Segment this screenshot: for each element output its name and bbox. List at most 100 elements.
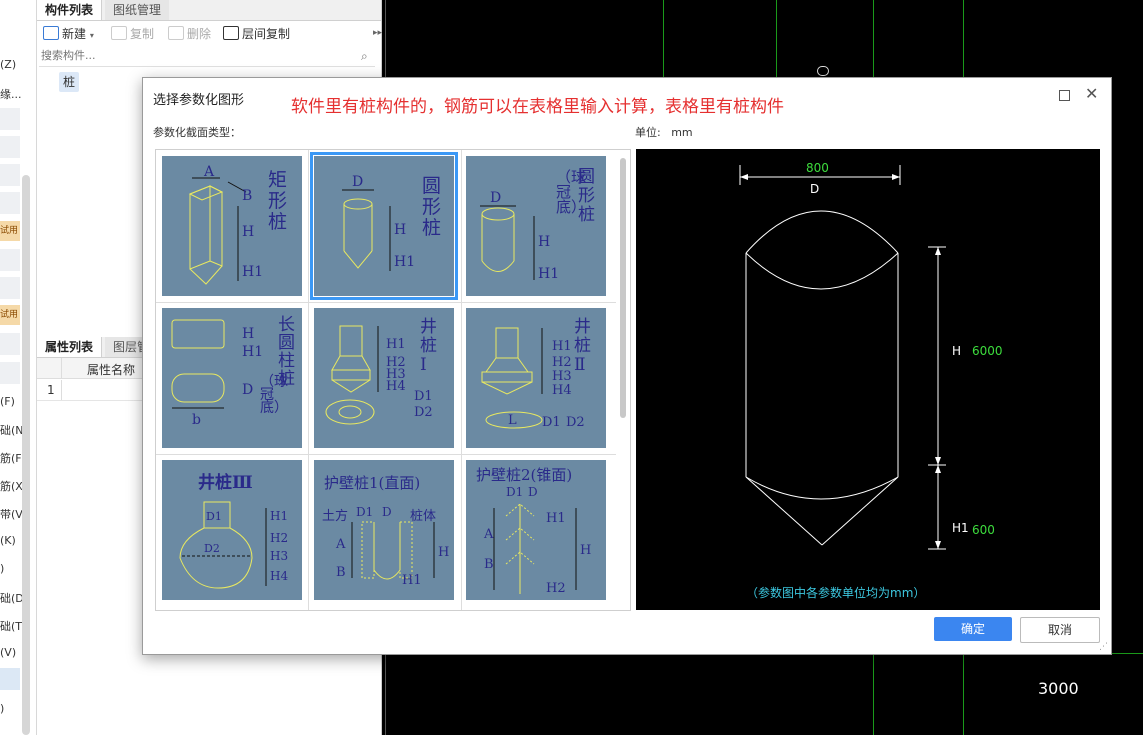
shape-round-pile[interactable]: D H H1 圆形桩 (310, 152, 458, 300)
new-button[interactable]: 新建 ▾ (43, 24, 94, 44)
param-label: H (394, 222, 406, 238)
param-label: A (203, 164, 215, 180)
param-label: A (335, 537, 346, 552)
left-nav-item[interactable]: ) (0, 562, 5, 575)
annotation-text: 软件里有桩构件的，钢筋可以在表格里输入计算，表格里有桩构件 (291, 97, 784, 117)
nav-block[interactable] (0, 277, 20, 299)
search-input[interactable] (39, 49, 343, 62)
nav-block[interactable] (0, 249, 20, 271)
param-label: D (352, 174, 363, 190)
param-label: H3 (386, 367, 406, 382)
preview-h1-label: H1 (952, 521, 969, 535)
param-label: H1 (242, 264, 263, 280)
left-nav-item[interactable]: (F) (0, 395, 15, 408)
search-icon[interactable]: ⌕ (361, 49, 368, 63)
gallery-divider (461, 150, 462, 610)
nav-block-selected[interactable] (0, 668, 20, 690)
left-nav-item[interactable]: 础(T (0, 620, 23, 633)
shape-name: 圆形桩 (422, 175, 442, 239)
gallery-scrollbar[interactable] (620, 158, 626, 418)
left-nav-item[interactable]: 带(V (0, 508, 23, 521)
cad-grid-line (963, 0, 964, 77)
param-label: D1 (414, 389, 433, 404)
shape-round-pile-ball[interactable]: D H H1 圆形桩 （球冠底） (466, 156, 606, 296)
cad-grid-line (963, 653, 964, 735)
unit-label: 单位: mm (635, 124, 693, 140)
ok-button[interactable]: 确定 (934, 617, 1012, 641)
shape-oblong-pile[interactable]: H H1 D b 长圆柱桩 （球冠底） (162, 308, 302, 448)
component-tabbar: 构件列表 图纸管理 (37, 0, 381, 21)
param-label: H3 (270, 549, 288, 563)
left-nav-item[interactable]: 筋(F (0, 452, 22, 465)
shape-name: 长圆柱桩 (278, 315, 295, 389)
left-nav-item[interactable]: (V) (0, 646, 17, 659)
preview-note: （参数图中各参数单位均为mm） (746, 585, 925, 600)
param-label: B (484, 557, 494, 572)
left-scrollbar[interactable] (22, 175, 30, 735)
param-label: D2 (414, 405, 433, 420)
gallery-divider (156, 454, 616, 455)
param-label: H1 (538, 266, 559, 282)
tree-item-pile[interactable]: 桩 (59, 72, 80, 92)
param-label: H1 (242, 344, 263, 360)
copy-button[interactable]: 复制 (111, 24, 154, 44)
maximize-icon[interactable] (1059, 90, 1070, 101)
param-label: H4 (386, 379, 406, 394)
resize-grip-icon[interactable]: ⋰ (1099, 642, 1108, 652)
floor-copy-button[interactable]: 层间复制 (223, 24, 290, 44)
preview-width-label: D (810, 182, 819, 196)
more-icon[interactable]: ▸▸ (373, 28, 383, 38)
tab-component-list[interactable]: 构件列表 (37, 0, 103, 20)
left-nav-item[interactable]: ) (0, 702, 5, 715)
param-label: H1 (552, 339, 572, 354)
delete-button[interactable]: 删除 (168, 24, 211, 44)
cancel-button[interactable]: 取消 (1020, 617, 1100, 643)
left-nav-item[interactable]: 础(D (0, 592, 24, 605)
left-nav-item[interactable]: (K) (0, 534, 16, 547)
floor-copy-icon (223, 26, 239, 40)
nav-block[interactable] (0, 136, 20, 158)
close-icon[interactable]: ✕ (1085, 84, 1099, 103)
shape-wall-pile-2[interactable]: D1 D A B H1 H H2 护壁桩2(锥面) (466, 460, 606, 600)
shape-rect-pile[interactable]: A B H H1 矩形桩 (162, 156, 302, 296)
nav-block[interactable] (0, 192, 20, 214)
shape-name: 井桩Ⅲ (198, 473, 253, 493)
param-label: 桩体 (410, 509, 436, 524)
left-nav-item[interactable]: 筋(X (0, 480, 23, 493)
param-label: D (490, 190, 501, 206)
nav-block[interactable] (0, 108, 20, 130)
param-label: b (192, 412, 201, 428)
tab-property-list[interactable]: 属性列表 (37, 337, 103, 357)
nav-block[interactable] (0, 362, 20, 384)
param-label: H (242, 326, 254, 342)
chevron-down-icon: ▾ (89, 31, 94, 40)
param-label: H2 (270, 531, 288, 545)
param-label: H2 (552, 355, 572, 370)
shape-name: 矩形桩 (268, 169, 288, 233)
parametric-shape-dialog: 选择参数化图形 软件里有桩构件的，钢筋可以在表格里输入计算，表格里有桩构件 ✕ … (142, 77, 1112, 655)
param-label: D1 (542, 415, 561, 430)
shape-well-pile-1[interactable]: H1 H2 H3 H4 D1 D2 井桩Ⅰ (314, 308, 454, 448)
section-type-label: 参数化截面类型： (153, 126, 241, 139)
tab-drawing-manager[interactable]: 图纸管理 (105, 0, 170, 20)
cad-grid-line (873, 653, 874, 735)
shape-well-pile-2[interactable]: H1 H2 H3 H4 L D1 D2 井桩Ⅱ (466, 308, 606, 448)
left-nav-item[interactable]: 础(N (0, 424, 24, 437)
left-nav-item[interactable]: (Z) (0, 58, 17, 71)
cad-grid-line (776, 0, 777, 77)
copy-icon (111, 26, 127, 40)
param-label: D (242, 382, 253, 398)
col-header-property-name: 属性名称 (87, 363, 136, 377)
param-label: D1 (356, 505, 373, 519)
nav-block[interactable] (0, 164, 20, 186)
left-nav-item[interactable]: 缘... (0, 88, 22, 101)
shape-sub: （球冠底） (556, 168, 587, 216)
param-label: H1 (270, 509, 288, 523)
row-number: 1 (47, 383, 55, 397)
preview-h-value: 6000 (972, 344, 1003, 358)
param-label: H3 (552, 369, 572, 384)
shape-well-pile-3[interactable]: D1 D2 H1 H2 H3 H4 井桩Ⅲ (162, 460, 302, 600)
nav-block[interactable] (0, 333, 20, 355)
shape-wall-pile-1[interactable]: 土方 D1 D 桩体 A B H H1 护壁桩1(直面) (314, 460, 454, 600)
shape-name: 井桩Ⅱ (574, 317, 591, 375)
